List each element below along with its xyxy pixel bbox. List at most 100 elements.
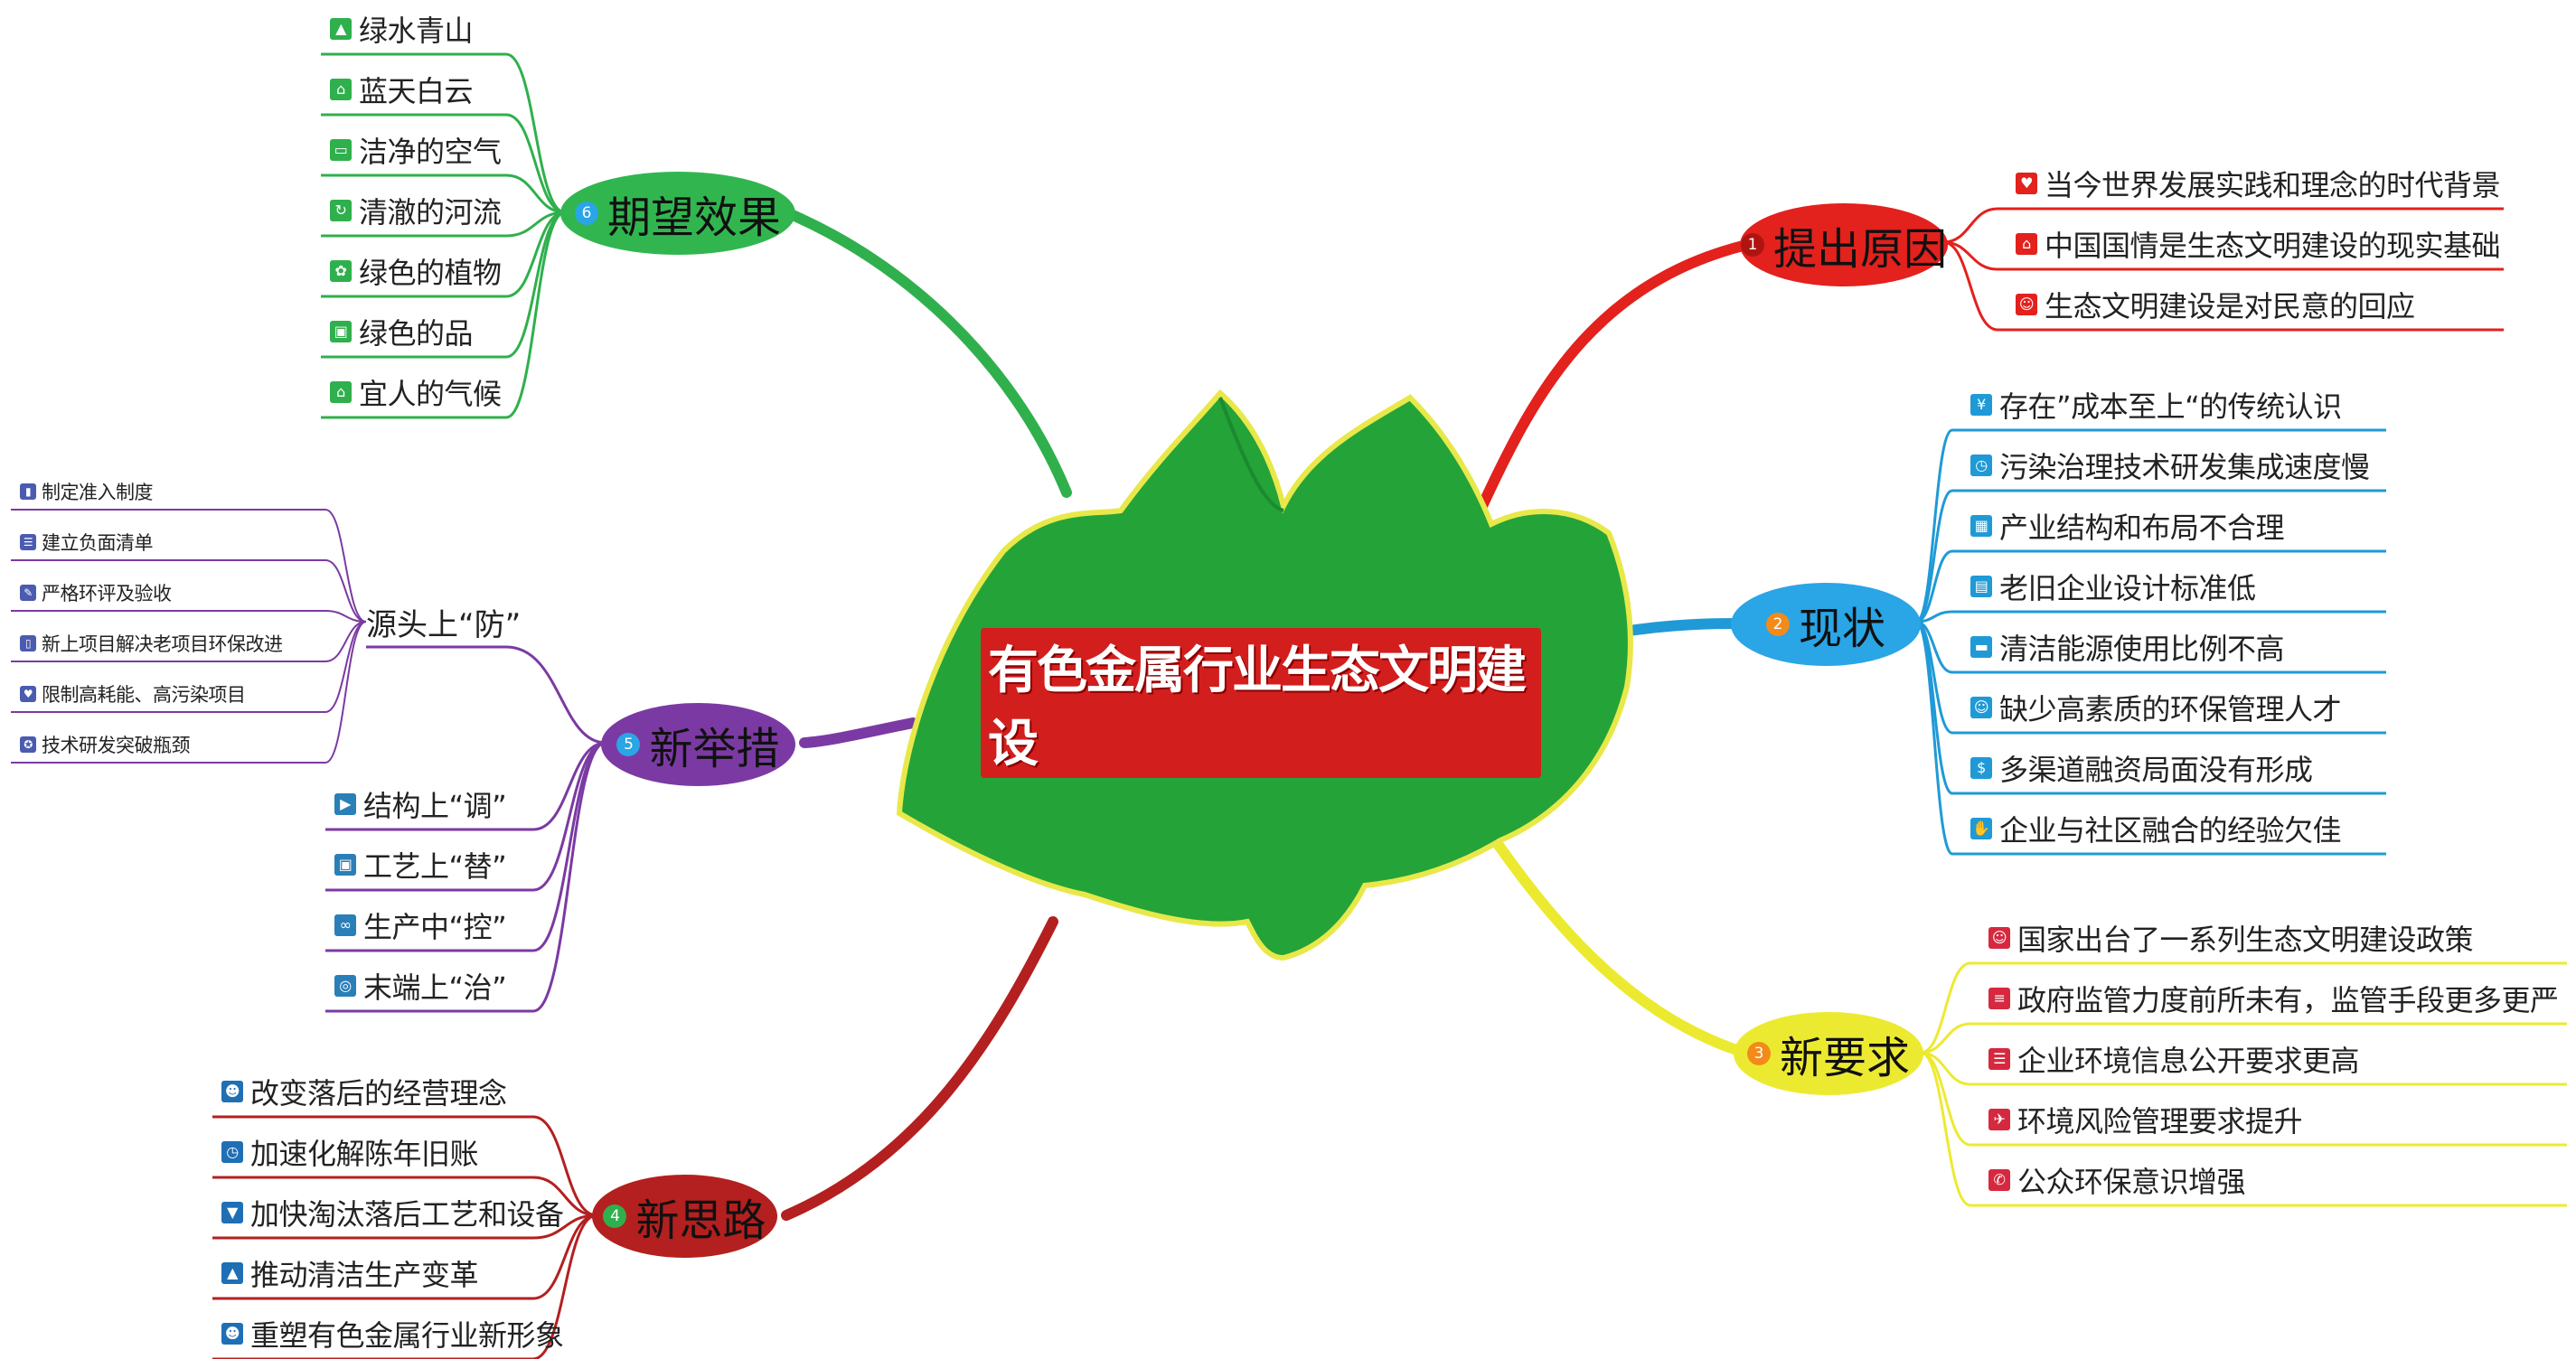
leaf-connector [1920,1051,1971,1086]
clock-icon: ◷ [1970,455,1992,476]
list-icon: ☰ [20,534,36,550]
leaf-connector [1942,240,1998,332]
leaf-item[interactable]: ≡政府监管力度前所未有，监管手段更多更严 [1988,973,2559,1024]
leaf-connector [324,509,367,623]
leaf-item[interactable]: ✪技术研发突破瓶颈 [20,726,191,763]
leaf-label: 存在”成本至上“的传统认识 [1999,389,2342,424]
leaf-label: 蓝天白云 [359,74,474,108]
connector-b2 [1612,618,1750,638]
leaf-label: 结构上“调” [363,789,507,823]
leaf-connector [1915,620,1953,856]
leaf-item[interactable]: ☺生态文明建设是对民意的回应 [2016,279,2415,330]
leaf-connector [324,621,367,713]
stack-icon: ≡ [1988,988,2010,1009]
branch-number-badge: 6 [574,202,598,225]
refresh-icon: ↻ [330,200,352,221]
branch-expected-effects[interactable]: 6 期望效果 [560,172,795,255]
leaf-label: 绿色的品 [359,316,474,351]
leaf-connector [1915,428,1953,623]
leaf-label: 产业结构和布局不合理 [1999,511,2285,545]
leaf-item[interactable]: ☰企业环境信息公开要求更高 [1988,1034,2360,1084]
leaf-item[interactable]: ⌂宜人的气候 [330,367,502,417]
leaf-item[interactable]: ▣工艺上“替” [334,839,507,890]
leaf-item[interactable]: ✈ 环境风险管理要求提升 [1988,1094,2303,1145]
leaf-item[interactable]: ◷加速化解陈年旧账 [221,1127,479,1177]
leaf-connector [532,741,606,1013]
leaf-label: 生态文明建设是对民意的回应 [2045,289,2415,323]
group-label-text: 源头上“防” [366,606,522,643]
leaf-connector [505,173,566,214]
leaf-label: 限制高耗能、高污染项目 [42,684,246,706]
connector-b1 [1477,234,1777,511]
leaf-item[interactable]: ▶结构上“调” [334,779,507,829]
link-icon: ∞ [334,914,356,936]
leaf-label: 建立负面清单 [42,532,154,554]
branch-new-requirements[interactable]: 3 新要求 [1734,1012,1923,1095]
leaf-connector [1915,549,1953,623]
group-label-source[interactable]: 源头上“防” [366,596,521,647]
branch-label: 现状 [1798,604,1885,654]
leaf-item[interactable]: ▼加快淘汰落后工艺和设备 [221,1187,564,1238]
heart-icon: ♥ [20,686,36,702]
leaf-item[interactable]: ▣绿色的品 [330,306,474,357]
leaf-label: 新上项目解决老项目环保改进 [42,633,283,655]
leaf-item[interactable]: ☰ 建立负面清单 [20,524,154,560]
leaf-item[interactable]: ✎严格环评及验收 [20,575,172,611]
leaf-item[interactable]: ✋企业与社区融合的经验欠佳 [1970,803,2342,854]
leaf-item[interactable]: ✆公众环保意识增强 [1988,1155,2246,1205]
leaf-item[interactable]: ☻改变落后的经营理念 [221,1066,507,1117]
cart-icon: ▬ [1970,636,1992,658]
leaf-item[interactable]: ▮制定准入制度 [20,473,154,510]
branch-number-badge: 4 [603,1204,627,1228]
branch-status[interactable]: 2 现状 [1731,583,1921,666]
leaf-connector [324,610,367,623]
leaf-item[interactable]: ⌂蓝天白云 [330,64,474,115]
leaf-item[interactable]: ¥存在”成本至上“的传统认识 [1970,380,2342,430]
chart-icon: ▮ [20,483,36,500]
branch-number-badge: 2 [1765,613,1790,636]
leaf-item[interactable]: ▦产业结构和布局不合理 [1970,501,2285,551]
people-icon: ☻ [221,1323,243,1345]
leaf-item[interactable]: ◷污染治理技术研发集成速度慢 [1970,440,2370,491]
leaf-connector [532,741,606,892]
leaf-item[interactable]: ▯新上项目解决老项目环保改进 [20,625,283,661]
leaf-item[interactable]: ▤老旧企业设计标准低 [1970,561,2256,612]
leaf-item[interactable]: ▭洁净的空气 [330,125,502,175]
leaf-item[interactable]: ☻重塑有色金属行业新形象 [221,1308,564,1359]
leaf-item[interactable]: ∞ 生产中“控” [334,900,507,951]
leaf-item[interactable]: ⌂中国国情是生态文明建设的现实基础 [2016,219,2501,269]
leaf-connector [505,113,566,214]
leaf-item[interactable]: ♥当今世界发展实践和理念的时代背景 [2016,158,2501,209]
leaf-connector [505,211,566,419]
phone-icon: ✆ [1988,1169,2010,1191]
plane-icon: ✈ [1988,1109,2010,1130]
leaf-item[interactable]: ♥ 限制高耗能、高污染项目 [20,676,246,712]
connector-b6 [781,207,1072,498]
branch-new-ideas[interactable]: 4 新思路 [592,1175,777,1258]
leaf-connector [505,211,566,238]
leaf-item[interactable]: ✿绿色的植物 [330,246,502,296]
branch-new-measures[interactable]: 5 新举措 [601,703,795,786]
leaf-connector [1920,1051,1971,1207]
leaf-label: 生产中“控” [363,910,507,944]
center-title-text: 有色金属行业生态文明建设 [981,628,1541,778]
leaf-item[interactable]: ▲推动清洁生产变革 [221,1248,479,1298]
leaf-label: 技术研发突破瓶颈 [42,735,191,756]
warning-icon: ▲ [221,1262,243,1284]
leaf-label: 企业环境信息公开要求更高 [2017,1044,2360,1078]
leaf-label: 中国国情是生态文明建设的现实基础 [2045,229,2501,263]
leaf-item[interactable]: ↻清澈的河流 [330,185,502,236]
leaf-label: 加快淘汰落后工艺和设备 [250,1197,564,1232]
leaf-item[interactable]: ☺缺少高素质的环保管理人才 [1970,682,2342,733]
leaf-item[interactable]: $多渠道融资局面没有形成 [1970,743,2313,793]
leaf-item[interactable]: ☺国家出台了一系列生态文明建设政策 [1988,913,2474,963]
leaf-item[interactable]: ◎末端上“治” [334,961,507,1011]
leaf-connector [324,621,367,764]
leaf-item[interactable]: ▬清洁能源使用比例不高 [1970,622,2285,672]
leaf-item[interactable]: ▲绿水青山 [330,4,474,54]
leaf-label: 国家出台了一系列生态文明建设政策 [2017,923,2474,957]
dollar-icon: $ [1970,757,1992,779]
plant-icon: ✿ [330,260,352,282]
branch-reasons[interactable]: 1 提出原因 [1740,203,1948,286]
leaf-label: 环境风险管理要求提升 [2017,1104,2303,1139]
